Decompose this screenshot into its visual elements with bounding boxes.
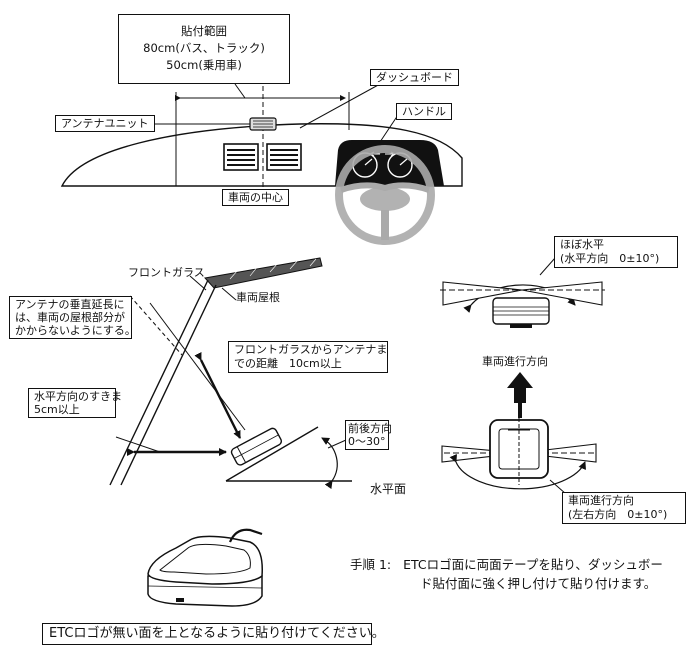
horizontal-gap-note: 水平方向のすきま 5cm以上: [28, 388, 122, 418]
gap-note-line-2: 5cm以上: [34, 403, 80, 416]
travel-direction-arrow: [507, 372, 533, 418]
step-1-instruction: 手順 1: ETCロゴ面に両面テープを貼り、ダッシュボー ド貼付面に強く押し付け…: [350, 555, 663, 593]
lateral-note-line-2: (左右方向 0±10°): [568, 508, 668, 521]
step-prefix: 手順 1:: [350, 557, 392, 572]
step-line-2: ド貼付面に強く押し付けて貼り付けます。: [420, 576, 657, 591]
level-note: ほぼ水平 (水平方向 0±10°): [554, 236, 678, 268]
windshield-label: フロントガラス: [128, 266, 205, 279]
dashboard-top-view: [60, 83, 463, 245]
steering-wheel-icon: [335, 145, 435, 245]
lateral-note-line-1: 車両進行方向: [568, 494, 634, 507]
tilt-note: 前後方向 0～30°: [345, 420, 392, 450]
bottom-note: ETCロゴが無い面を上となるように貼り付けてください。: [42, 623, 385, 645]
attach-range-large-vehicle: 80cm(バス、トラック): [143, 41, 265, 55]
roof-label: 車両屋根: [236, 291, 280, 304]
vertical-note-line-1: アンテナの垂直延長に: [15, 298, 125, 311]
level-note-line-1: ほぼ水平: [560, 238, 604, 251]
air-vent-icon: [223, 143, 302, 171]
travel-direction-label: 車両進行方向: [482, 355, 548, 368]
antenna-side-icon: [230, 427, 283, 466]
attach-range-box: 貼付範囲 80cm(バス、トラック) 50cm(乗用車): [118, 14, 290, 84]
vertical-note-line-3: かからないようにする。: [15, 324, 136, 337]
distance-note-line-2: での距離 10cm以上: [234, 357, 342, 370]
antenna-unit-label: アンテナユニット: [55, 115, 155, 132]
vertical-note-line-2: は、車両の屋根部分が: [15, 311, 125, 324]
side-view-diagram: [109, 257, 352, 490]
vehicle-center-label: 車両の中心: [222, 189, 289, 206]
tilt-note-line-2: 0～30°: [348, 435, 386, 448]
antenna-level-view: [440, 257, 605, 328]
distance-note: フロントガラスからアンテナま での距離 10cm以上: [228, 341, 388, 373]
lateral-note: 車両進行方向 (左右方向 0±10°): [562, 492, 686, 524]
horizontal-plane-label: 水平面: [370, 482, 407, 496]
step-line-1: ETCロゴ面に両面テープを貼り、ダッシュボー: [403, 557, 663, 572]
gap-note-line-1: 水平方向のすきま: [34, 390, 122, 403]
antenna-3d-icon: [147, 528, 263, 607]
vertical-extension-note: アンテナの垂直延長に は、車両の屋根部分が かからないようにする。: [9, 296, 136, 339]
dashboard-label: ダッシュボード: [370, 69, 459, 86]
distance-note-line-1: フロントガラスからアンテナま: [234, 343, 388, 356]
handle-label: ハンドル: [396, 103, 452, 120]
antenna-top-view: [441, 418, 597, 495]
tilt-note-line-1: 前後方向: [348, 422, 392, 435]
level-note-line-2: (水平方向 0±10°): [560, 252, 660, 265]
attach-range-title: 貼付範囲: [181, 24, 227, 38]
attach-range-car: 50cm(乗用車): [166, 58, 242, 72]
